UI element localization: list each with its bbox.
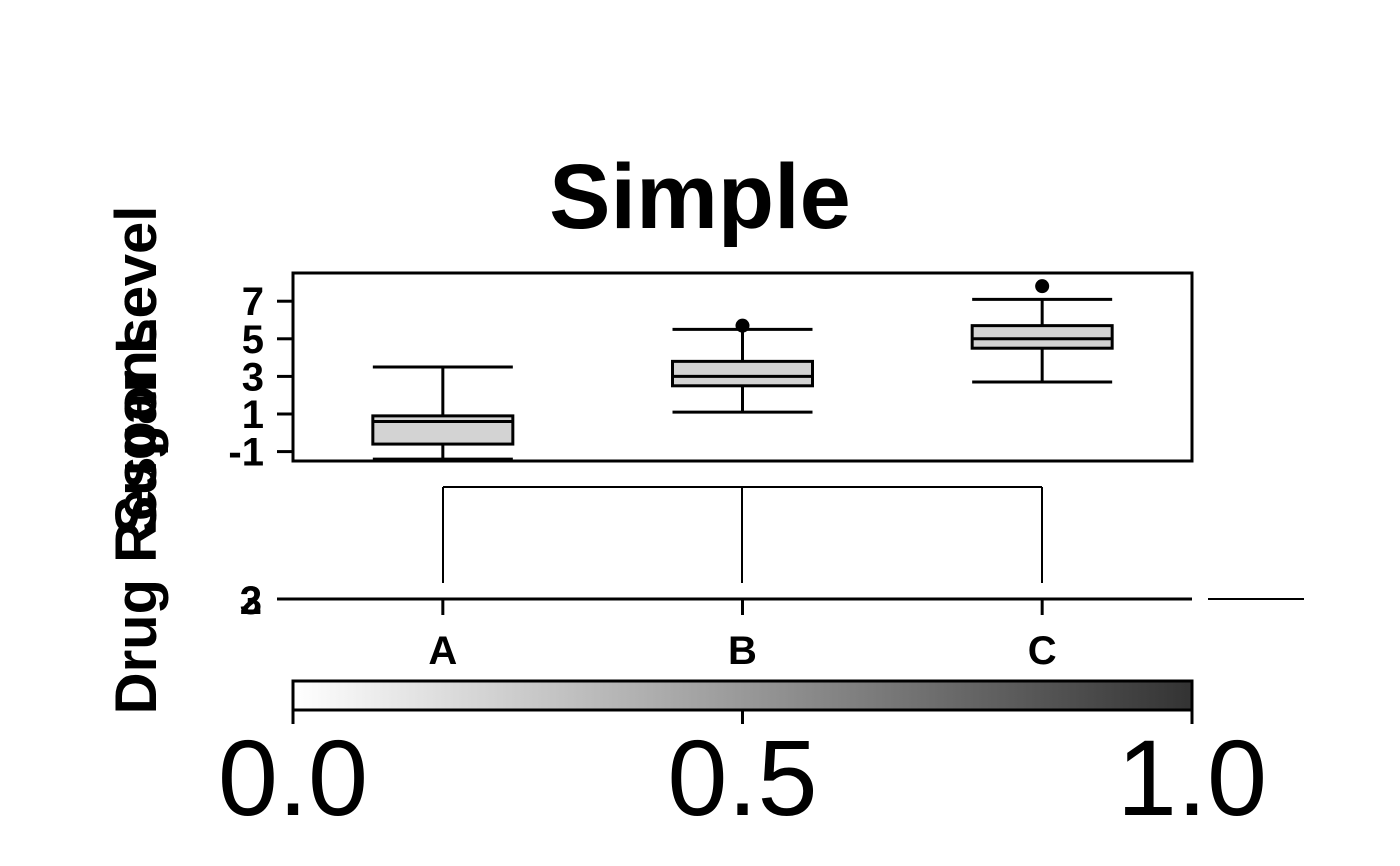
- lower-panel-tick-label-1: 3: [240, 579, 262, 623]
- colorbar-tick-label-2: 1.0: [1117, 717, 1267, 838]
- dendrogram: [442, 486, 1043, 583]
- colorbar-ticks: 0.0 0.5 1.0: [218, 710, 1267, 838]
- box-body-C: [970, 324, 1114, 350]
- box-series: [371, 279, 1114, 461]
- chart-title: Simple: [549, 146, 851, 248]
- box-body-B: [671, 359, 814, 388]
- y-tick-label-2: 3: [242, 355, 264, 399]
- colorbar-gradient: [291, 679, 1194, 712]
- y-axis-labels: Sugar Level Drug Response: [104, 206, 169, 715]
- box-A: [371, 365, 515, 461]
- x-tick-label-A: A: [428, 629, 457, 673]
- outlier-C-0: [1035, 279, 1050, 294]
- lower-panel: 3 2: [240, 579, 1304, 623]
- lower-panel-tick-label-2: 2: [240, 579, 262, 623]
- box-B: [671, 318, 814, 414]
- plot-frame: [291, 271, 1194, 463]
- y-axis-label-1: Sugar Level: [104, 206, 169, 535]
- colorbar-tick-label-0: 0.0: [218, 717, 368, 838]
- outlier-B-0: [735, 318, 750, 333]
- x-tick-label-B: B: [728, 629, 757, 673]
- x-tick-label-C: C: [1028, 629, 1057, 673]
- box-C: [970, 279, 1114, 384]
- colorbar: 0.0 0.5 1.0: [218, 679, 1267, 838]
- y-tick-label-0: -1: [228, 431, 264, 475]
- y-tick-label-4: 7: [242, 280, 264, 324]
- y-tick-label-1: 1: [242, 393, 264, 437]
- x-axis: A B C: [428, 599, 1057, 673]
- y-axis-label-2: Drug Response: [104, 286, 169, 715]
- y-tick-label-3: 5: [242, 318, 264, 362]
- colorbar-tick-label-1: 0.5: [667, 717, 817, 838]
